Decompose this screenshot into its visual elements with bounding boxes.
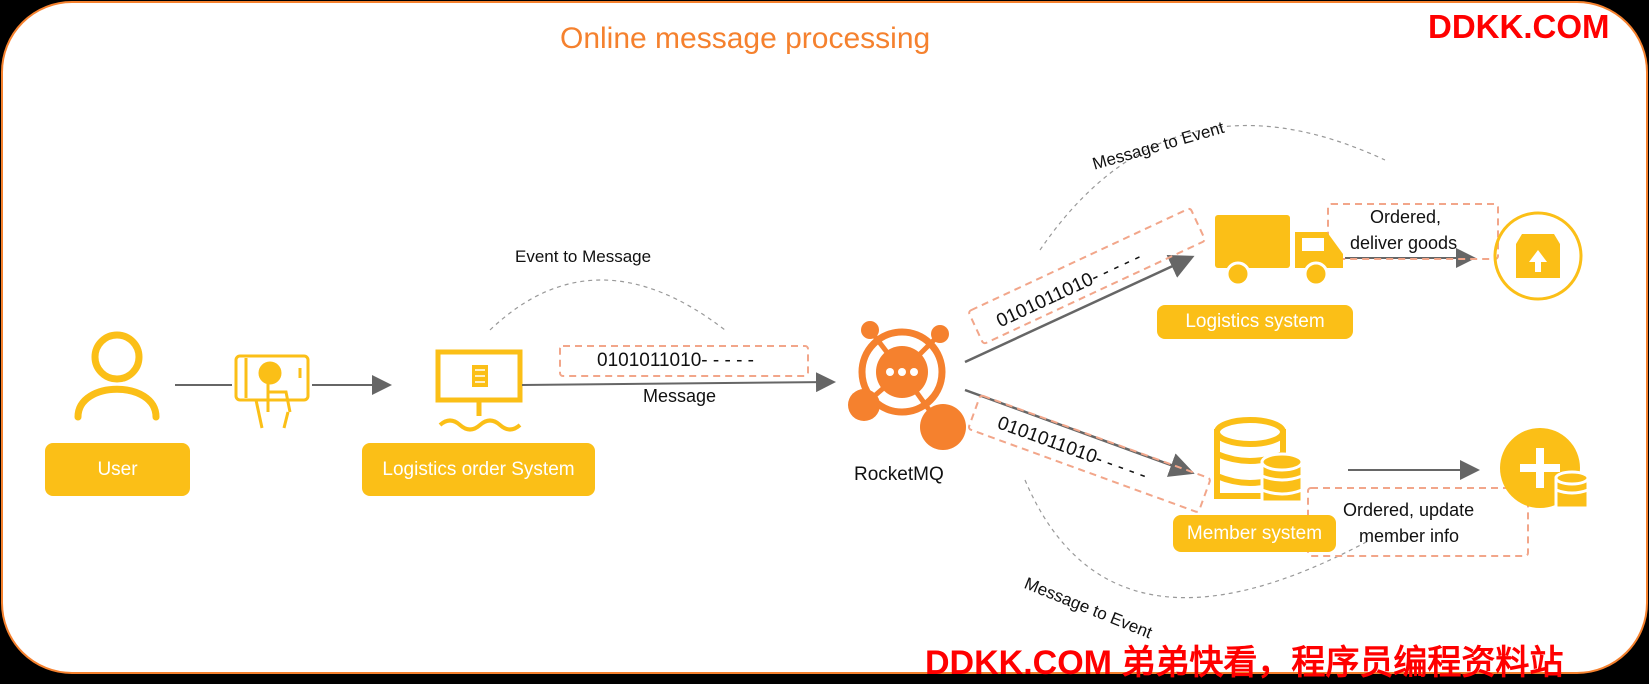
tablet-touch-icon bbox=[234, 354, 310, 429]
message-label: Message bbox=[643, 386, 717, 406]
logistics-system-badge: Logistics system bbox=[1157, 305, 1353, 339]
order-to-rocketmq-arrow bbox=[521, 372, 836, 393]
payload-box-logistics bbox=[968, 207, 1206, 345]
rocketmq-to-logistics-arrow bbox=[964, 255, 1195, 364]
watermark-top: DDKK.COM bbox=[1428, 8, 1610, 45]
add-database-icon bbox=[1500, 428, 1590, 510]
order-system-badge: Logistics order System bbox=[362, 443, 595, 496]
payload-box-member bbox=[968, 394, 1211, 513]
payload-order-text: 0101011010- - - - - bbox=[597, 350, 755, 371]
monitor-icon bbox=[435, 349, 523, 432]
update-outcome-line2: member info bbox=[1359, 526, 1460, 546]
member-system-badge: Member system bbox=[1173, 515, 1336, 552]
user-badge: User bbox=[45, 443, 190, 496]
watermark-bottom: DDKK.COM 弟弟快看，程序员编程资料站 bbox=[925, 644, 1564, 682]
deliver-outcome-line1: Ordered, bbox=[1370, 207, 1442, 227]
payload-box-order bbox=[559, 345, 809, 377]
rocketmq-logo-icon bbox=[848, 321, 966, 450]
rocketmq-label: RocketMQ bbox=[854, 464, 944, 485]
deliver-outcome-line2: deliver goods bbox=[1350, 233, 1458, 253]
update-outcome-line1: Ordered, update bbox=[1343, 500, 1475, 520]
diagram-title: Online message processing bbox=[560, 22, 931, 55]
database-icon bbox=[1214, 417, 1304, 504]
deliver-outcome-box bbox=[1327, 203, 1499, 260]
message-to-event-top-arc bbox=[1039, 124, 1386, 251]
box-upload-icon bbox=[1493, 211, 1583, 301]
user-icon bbox=[74, 331, 160, 421]
event-to-message-label: Event to Message bbox=[515, 247, 652, 266]
event-to-message-arc bbox=[489, 279, 726, 331]
truck-icon bbox=[1215, 215, 1343, 287]
